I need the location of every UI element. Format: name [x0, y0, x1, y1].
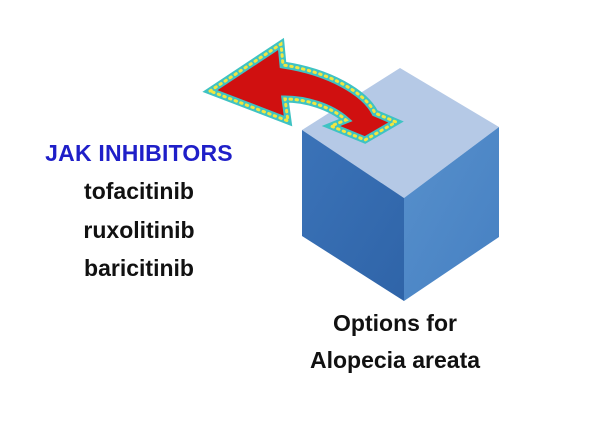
cube-left-face	[302, 130, 404, 301]
drug-ruxolitinib: ruxolitinib	[83, 217, 195, 243]
drug-tofacitinib: tofacitinib	[84, 178, 194, 204]
curved-arrow-icon	[202, 37, 404, 144]
drug-baricitinib: baricitinib	[84, 255, 194, 281]
arrow-dot-border	[206, 41, 400, 142]
caption-line-2: Alopecia areata	[309, 347, 481, 373]
jak-inhibitors-heading: JAK INHIBITORS	[45, 140, 233, 166]
caption-line-1: Options for	[333, 310, 457, 336]
cube-right-face	[404, 127, 499, 301]
